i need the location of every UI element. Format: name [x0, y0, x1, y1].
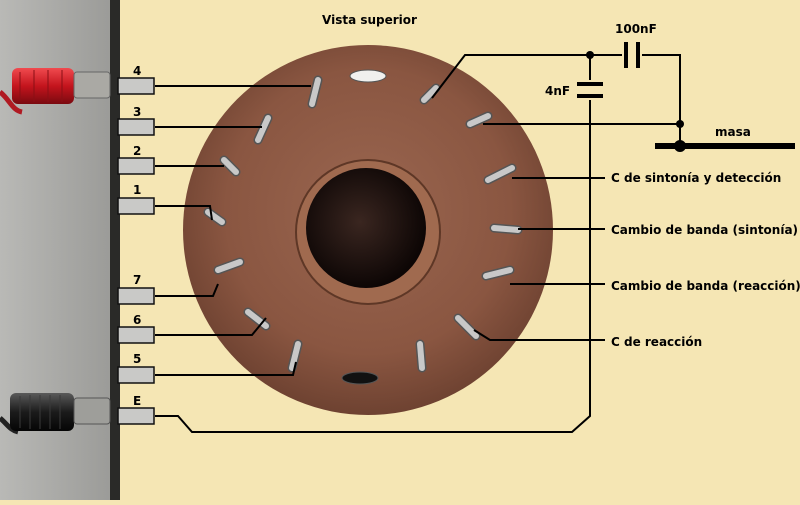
- pin-label-2: 2: [133, 144, 141, 158]
- pin-label-4: 4: [133, 64, 141, 78]
- tab-pin-4: [117, 77, 155, 95]
- black-terminal: [0, 393, 111, 435]
- tab-pin-E: [117, 407, 155, 425]
- label-c-reaccion: C de reacción: [611, 335, 702, 349]
- wire-pin-6: [155, 317, 267, 336]
- base-pin-9: [455, 315, 479, 339]
- base-pin-12: [485, 165, 515, 183]
- tab-pin-7: [117, 287, 155, 305]
- base-pin-7: [289, 341, 301, 371]
- wire-pin-5: [155, 361, 297, 376]
- base-pin-8: [417, 341, 425, 371]
- tab-pin-3: [117, 118, 155, 136]
- pin-label-3: 3: [133, 105, 141, 119]
- coil-tube-hole: [306, 168, 426, 288]
- ground-label: masa: [715, 125, 751, 139]
- label-cambio-banda-sintonia: Cambio de banda (sintonía): [611, 223, 798, 237]
- base-pin-6: [245, 309, 269, 329]
- label-c-sintonia-deteccion: C de sintonía y detección: [611, 171, 781, 185]
- wire-pin-1: [155, 205, 213, 221]
- capacitor-4nf-label: 4nF: [545, 84, 570, 98]
- tab-pin-1: [117, 197, 155, 215]
- wire-100nf-to-ground: [642, 54, 681, 145]
- wire-pin-7: [155, 283, 219, 297]
- base-pin-3: [221, 157, 239, 175]
- pin-label-5: 5: [133, 352, 141, 366]
- ground-wire-E: [155, 100, 591, 433]
- base-pin-10: [483, 267, 513, 279]
- panel-edge: [110, 0, 120, 500]
- wire-to-capacitors: [431, 54, 590, 99]
- pin-label-1: 1: [133, 183, 141, 197]
- base-pin-2: [255, 115, 271, 143]
- base-pin-11: [491, 225, 521, 233]
- base-pin-1: [309, 77, 321, 107]
- tab-pin-6: [117, 326, 155, 344]
- bottom-slot: [341, 371, 379, 385]
- base-pins: [203, 75, 523, 373]
- top-slot: [349, 69, 387, 83]
- base-pin-13: [467, 113, 491, 127]
- right-leaders: [473, 177, 605, 341]
- capacitor-100nf-label: 100nF: [615, 22, 657, 36]
- tab-pin-5: [117, 366, 155, 384]
- base-pin-14: [421, 85, 439, 103]
- pin-label-E: E: [133, 394, 141, 408]
- leader-line-4: [473, 329, 605, 341]
- diagram-title: Vista superior: [322, 13, 417, 27]
- pin-label-6: 6: [133, 313, 141, 327]
- base-pin-5: [215, 259, 243, 273]
- left-connector-tabs: [117, 77, 311, 425]
- pin-label-7: 7: [133, 273, 141, 287]
- tab-pin-2: [117, 157, 155, 175]
- ground-junction: [674, 140, 686, 152]
- label-cambio-banda-reaccion: Cambio de banda (reacción): [611, 279, 800, 293]
- red-terminal: [0, 68, 111, 115]
